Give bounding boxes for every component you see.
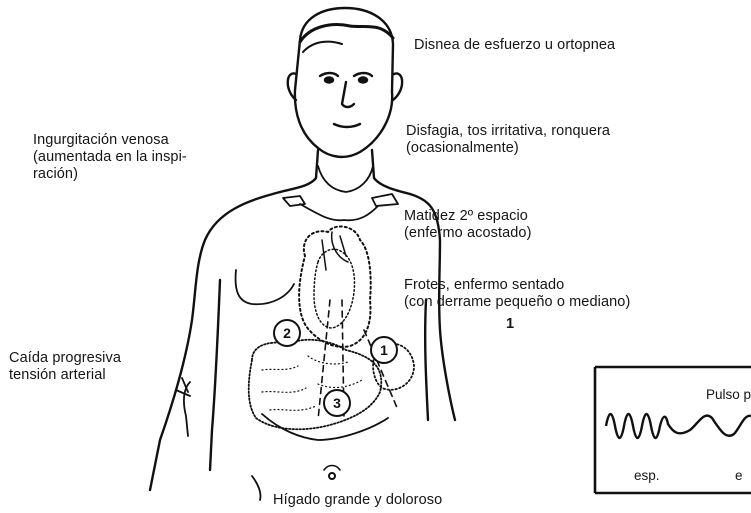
- marker-1: 1: [370, 336, 398, 364]
- pulse-label-e: e: [735, 468, 743, 483]
- neck: [280, 150, 410, 220]
- label-matidez: Matidez 2º espacio: [404, 208, 528, 225]
- marker-2: 2: [273, 319, 301, 347]
- label-frotes: Frotes, enfermo sentado: [404, 277, 564, 294]
- marker-3: 3: [323, 389, 351, 417]
- label-disfagia-2: (ocasionalmente): [406, 140, 519, 157]
- navel: [329, 473, 335, 479]
- tick-mark: 1: [506, 316, 514, 333]
- label-frotes-2: (con derrame pequeño o mediano): [404, 294, 630, 311]
- liver: [249, 340, 382, 430]
- head-outline: [288, 8, 402, 157]
- pulse-box: [595, 367, 751, 493]
- pulse-label-esp: esp.: [634, 468, 660, 483]
- label-matidez-2: (enfermo acostado): [404, 225, 532, 242]
- label-disfagia: Disfagia, tos irritativa, ronquera: [406, 123, 610, 140]
- pulse-title: Pulso p: [706, 387, 751, 402]
- label-caida-progresiva: Caída progresiva: [9, 350, 121, 367]
- label-ingurgitacion-venosa: Ingurgitación venosa: [33, 132, 169, 149]
- label-ingurgitacion-venosa-2: (aumentada en la inspi-: [33, 149, 187, 166]
- label-higado: Hígado grande y doloroso: [273, 492, 442, 509]
- label-caida-progresiva-2: tensión arterial: [9, 367, 106, 384]
- label-ingurgitacion-venosa-3: ración): [33, 166, 78, 183]
- label-disnea: Disnea de esfuerzo u ortopnea: [414, 37, 615, 54]
- pericardial-effusion: [299, 226, 398, 420]
